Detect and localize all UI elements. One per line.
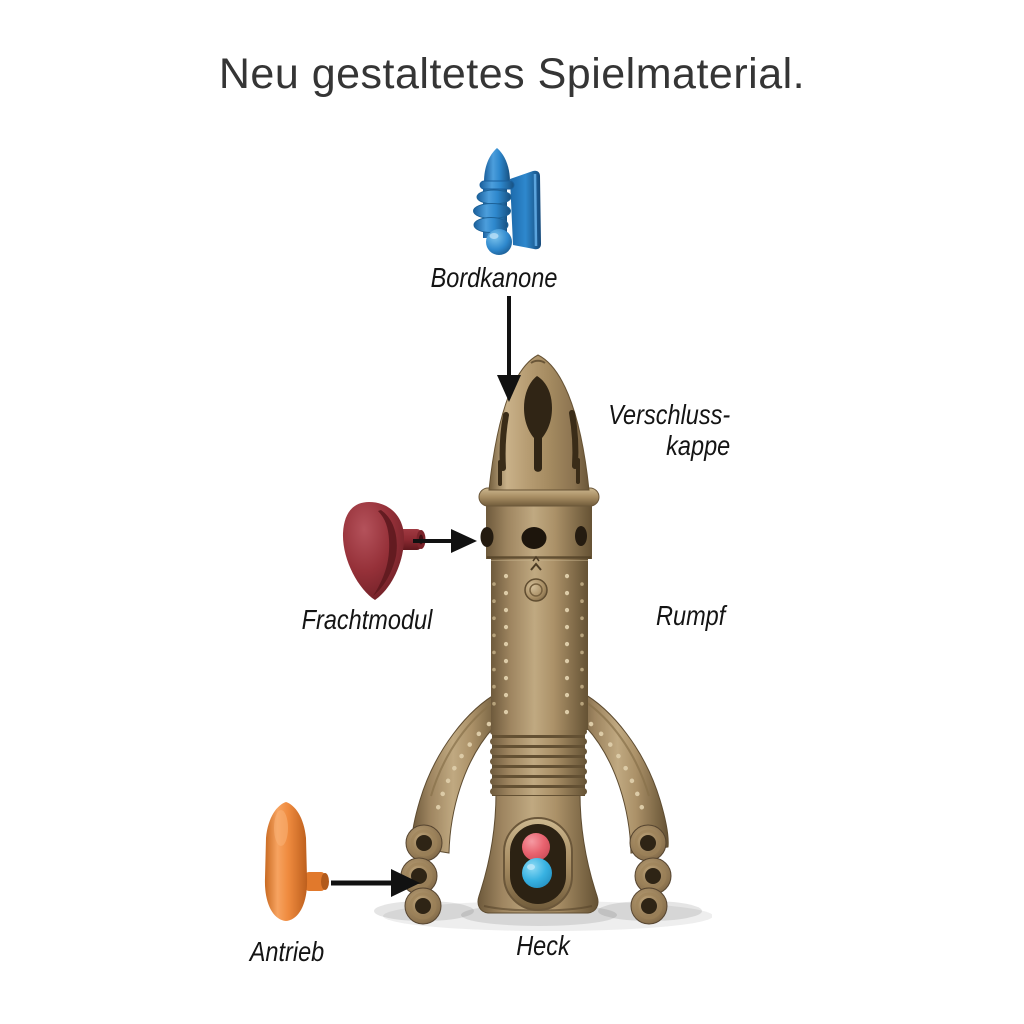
drive-capsule-icon — [264, 802, 329, 921]
red-ball — [522, 833, 550, 861]
label-verschlusskappe-line1: Verschluss- — [608, 399, 730, 430]
ribbed-section — [490, 726, 587, 796]
cargo-module-icon — [342, 502, 426, 600]
bordkanone-piece-illustration — [473, 148, 541, 255]
label-bordkanone: Bordkanone — [430, 262, 558, 293]
label-rumpf: Rumpf — [656, 600, 726, 631]
verschlusskappe-part — [478, 354, 600, 507]
frachtmodul-piece-illustration — [342, 502, 426, 600]
hull-boss — [524, 578, 548, 602]
ball-track — [522, 833, 552, 888]
heck-part — [477, 792, 599, 914]
label-antrieb: Antrieb — [249, 936, 325, 967]
cannon-icon — [473, 148, 541, 255]
blue-ball — [522, 858, 552, 888]
page-title: Neu gestaltetes Spielmaterial. — [218, 50, 806, 98]
label-heck: Heck — [516, 930, 570, 961]
rocket-illustration — [374, 354, 712, 931]
rumpf-part — [480, 504, 592, 730]
antrieb-piece-illustration — [264, 802, 329, 921]
label-verschlusskappe: Verschluss- kappe — [608, 399, 730, 461]
label-verschlusskappe-line2: kappe — [665, 430, 730, 461]
label-frachtmodul: Frachtmodul — [301, 604, 433, 635]
cargo-hole — [521, 527, 547, 549]
